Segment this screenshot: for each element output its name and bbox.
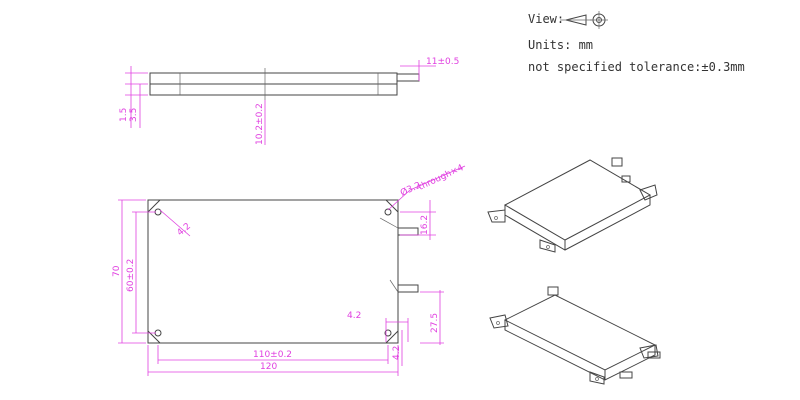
front-view: 70 60±0.2 110±0.2 120 4.2 Ø3.2 through×4… xyxy=(112,163,466,376)
dim-height-60: 60±0.2 xyxy=(126,259,136,292)
view-label: View: xyxy=(528,12,565,26)
dim-4-2-b: 4.2 xyxy=(392,346,402,360)
dim-1-5: 1.5 xyxy=(119,108,129,122)
dim-11: 11±0.5 xyxy=(426,57,459,67)
through-label: through×4 xyxy=(417,163,466,193)
dim-3-5: 3.5 xyxy=(129,108,139,122)
tolerance-label: not specified tolerance:±0.3mm xyxy=(528,60,745,74)
dim-hole-4-2: 4.2 xyxy=(176,221,193,238)
dim-10-2: 10.2±0.2 xyxy=(255,103,265,145)
isometric-view-top xyxy=(487,157,658,253)
isometric-view-bottom xyxy=(489,286,661,385)
dim-height-70: 70 xyxy=(112,265,122,277)
projection-symbol xyxy=(560,11,608,29)
dim-width-110: 110±0.2 xyxy=(253,350,292,360)
top-view: 1.5 3.5 10.2±0.2 11±0.5 xyxy=(119,57,459,145)
dim-16-2: 16.2 xyxy=(420,215,430,235)
units-label: Units: mm xyxy=(528,38,594,52)
dim-width-120: 120 xyxy=(260,362,277,372)
dim-4-2: 4.2 xyxy=(347,311,361,321)
dim-27-5: 27.5 xyxy=(430,313,440,333)
